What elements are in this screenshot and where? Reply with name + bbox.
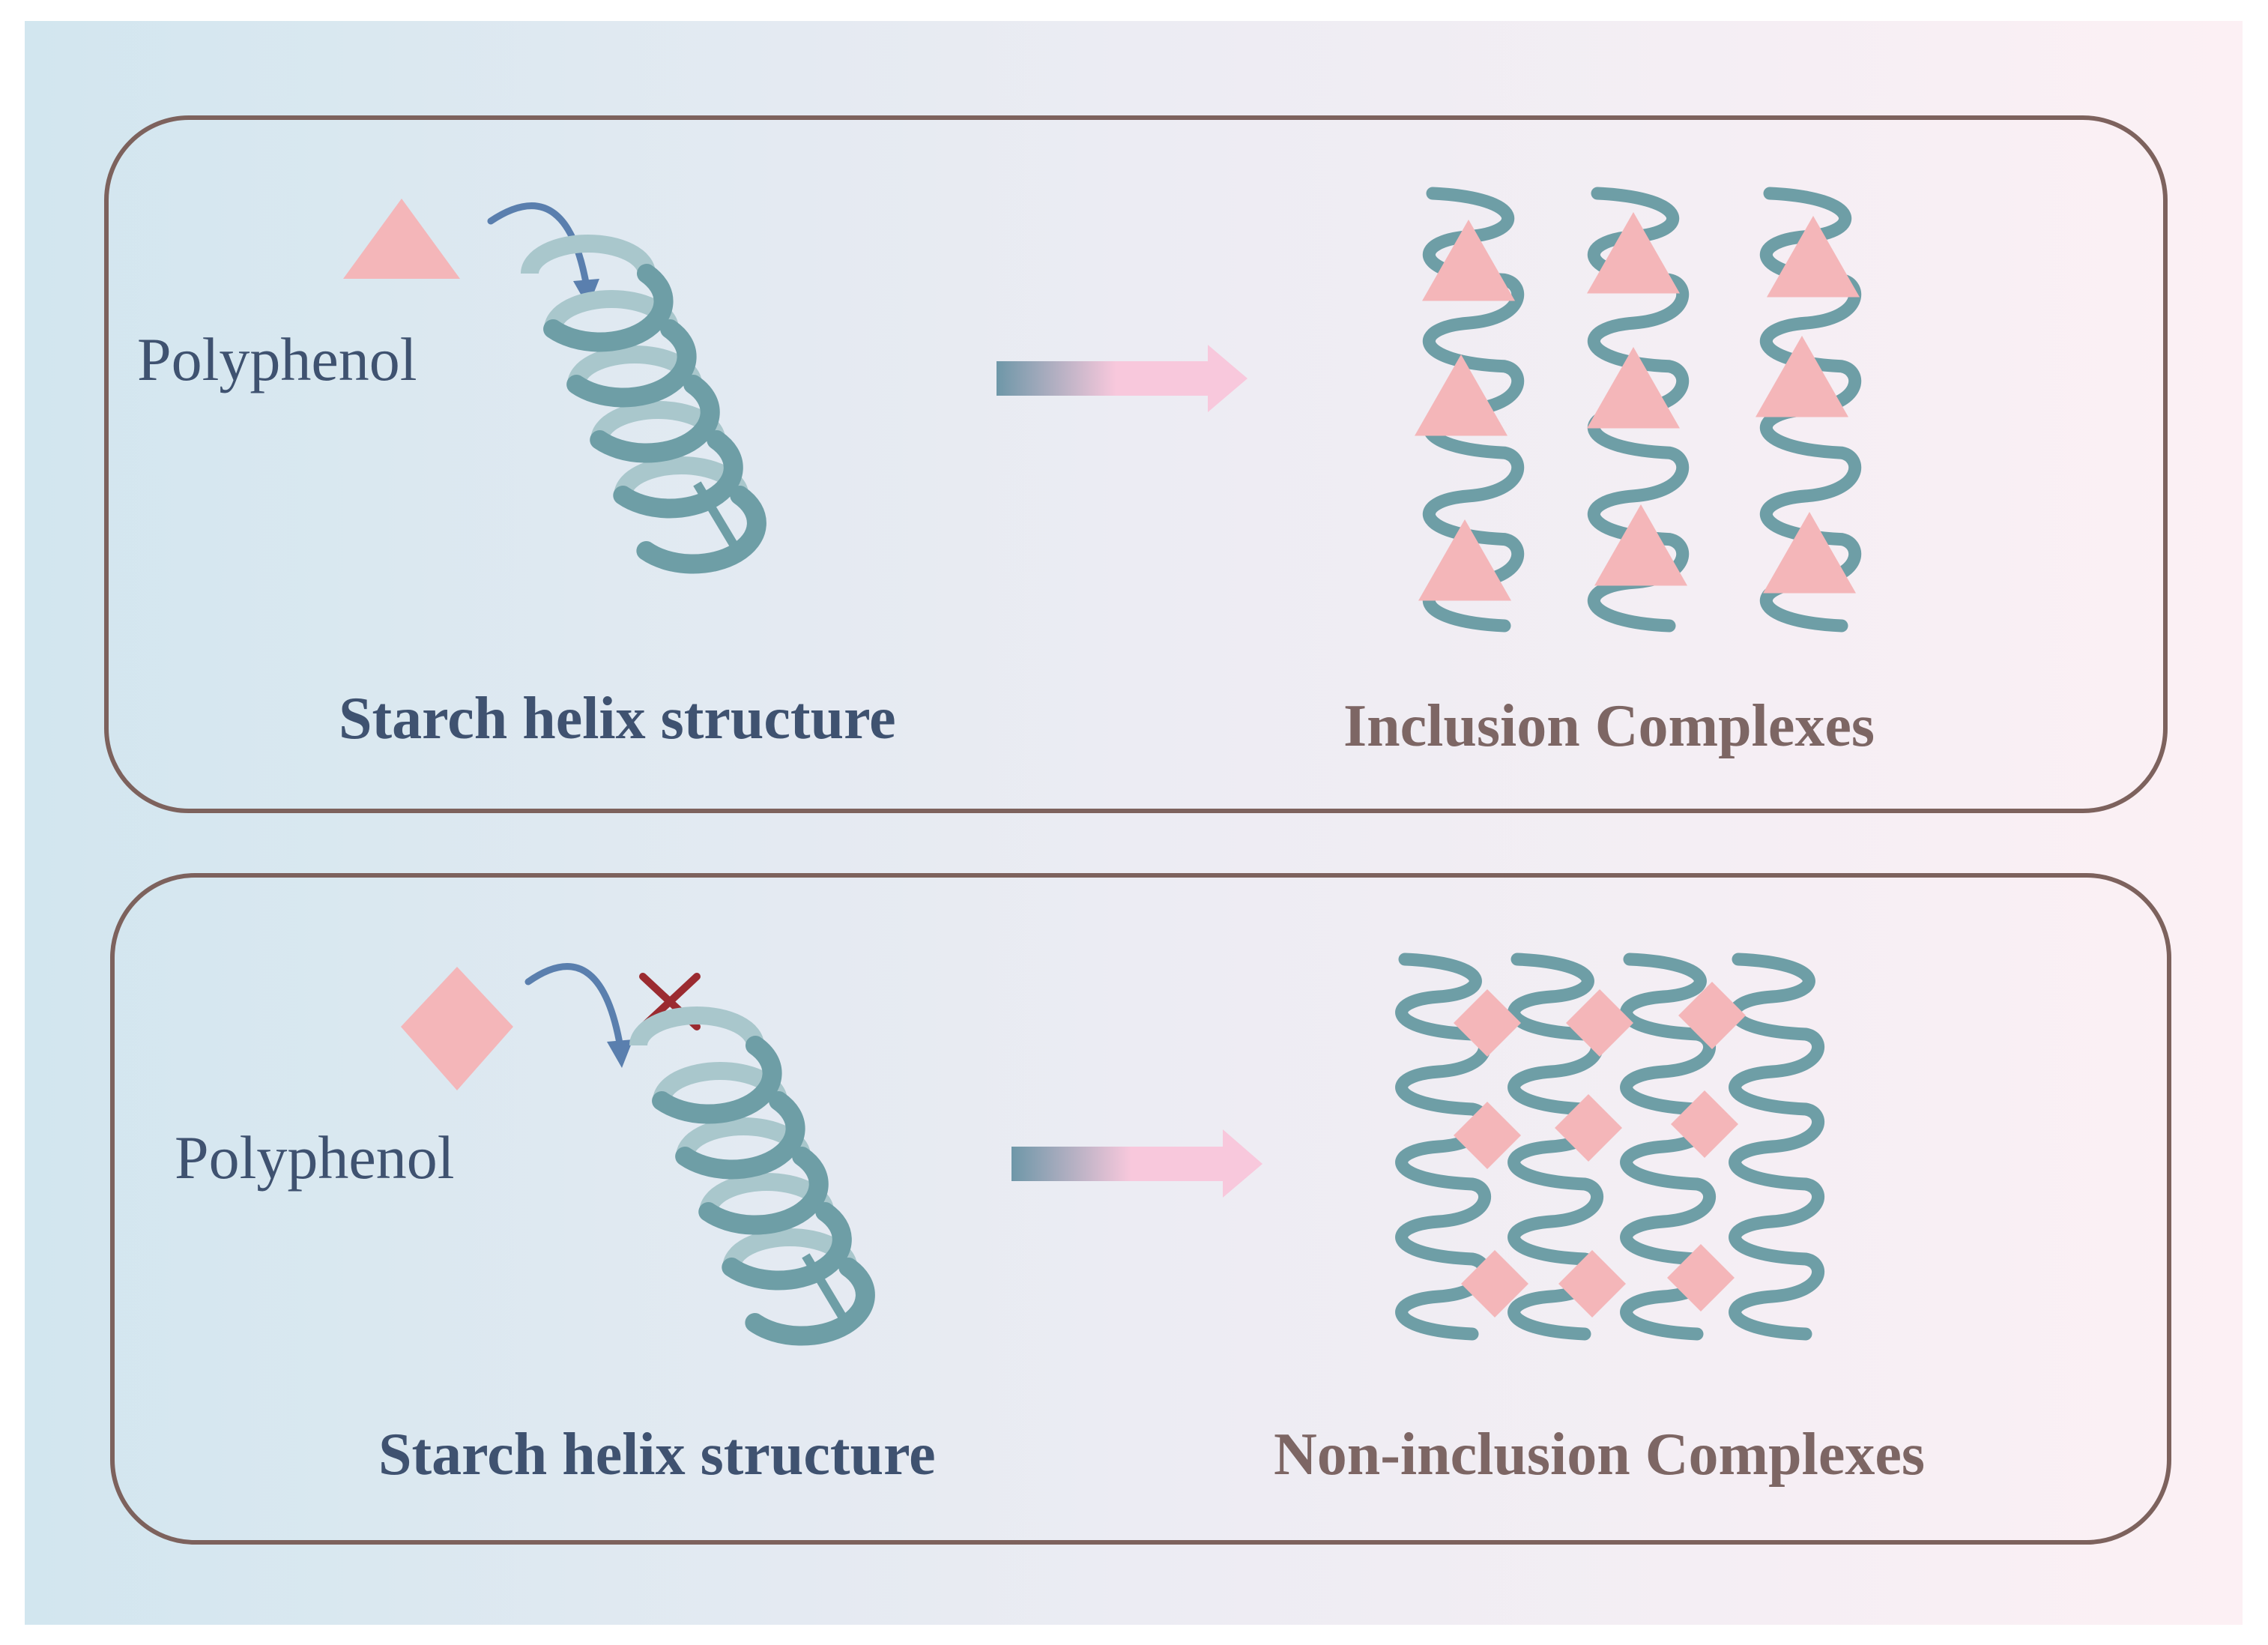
curved-arrow-head (607, 1039, 633, 1068)
polyphenol-diamond (1671, 1090, 1738, 1158)
polyphenol-triangle (1418, 519, 1511, 601)
helix-front-strand (566, 319, 697, 408)
polyphenol-triangle (1587, 347, 1680, 429)
helix-front-strand (590, 375, 720, 463)
polyphenol-triangle (343, 199, 460, 279)
helix-front-strand (675, 1091, 805, 1180)
background (25, 21, 2243, 1625)
polyphenol-diamond (1461, 1250, 1528, 1317)
polyphenol-diamond (1558, 1250, 1626, 1317)
polyphenol-triangle (1767, 216, 1860, 298)
inclusion-complexes (1415, 187, 1862, 633)
polyphenol-triangle (1587, 212, 1680, 294)
starch-helix (521, 235, 766, 574)
helix-tail (802, 1253, 855, 1333)
product-label: Inclusion Complexes (1343, 693, 1875, 759)
polyphenol-diamond (1566, 989, 1633, 1057)
non-inclusion-complexes (1395, 953, 1824, 1341)
helix-front-strand (613, 430, 743, 519)
panel-frame (104, 115, 2168, 813)
reaction-arrow-head (1223, 1129, 1262, 1198)
helix-front-strand (722, 1202, 852, 1291)
polyphenol-label: Polyphenol (137, 325, 417, 393)
helix-back-strand (629, 1006, 764, 1046)
helix-front-strand (543, 264, 674, 352)
reaction-arrow-head (1208, 345, 1248, 412)
starch-helix (629, 1006, 875, 1346)
polyphenol-label: Polyphenol (175, 1123, 455, 1192)
polyphenol-triangle (1756, 336, 1848, 417)
polyphenol-diamond (1667, 1244, 1735, 1312)
non-inclusion-panel: Polyphenol Starch helix structure Non-in… (110, 873, 2171, 1545)
reaction-arrow-shaft (997, 361, 1214, 396)
product-label: Non-inclusion Complexes (1274, 1422, 1925, 1488)
inclusion-panel: Polyphenol Starch helix structure Inclus… (104, 115, 2168, 813)
polyphenol-diamond (1678, 982, 1746, 1049)
helix-tail (693, 481, 746, 561)
polyphenol-triangle (1594, 504, 1687, 586)
polyphenol-triangle (1422, 220, 1515, 301)
helix-label: Starch helix structure (378, 1422, 936, 1488)
polyphenol-triangle (1763, 512, 1856, 594)
polyphenol-diamond (1454, 989, 1521, 1057)
helix-label: Starch helix structure (339, 686, 896, 752)
polyphenol-triangle (1415, 354, 1508, 436)
helix-front-strand (652, 1036, 782, 1124)
curved-arrow (487, 202, 592, 300)
panel-frame (110, 873, 2171, 1545)
polyphenol-diamond (1454, 1102, 1521, 1169)
reaction-arrow-shaft (1011, 1147, 1229, 1181)
polyphenol-diamond (1555, 1094, 1622, 1162)
polyphenol-diamond (401, 967, 513, 1090)
helix-front-strand (698, 1147, 829, 1235)
curved-arrow (524, 963, 626, 1060)
helix-back-strand (521, 235, 656, 274)
